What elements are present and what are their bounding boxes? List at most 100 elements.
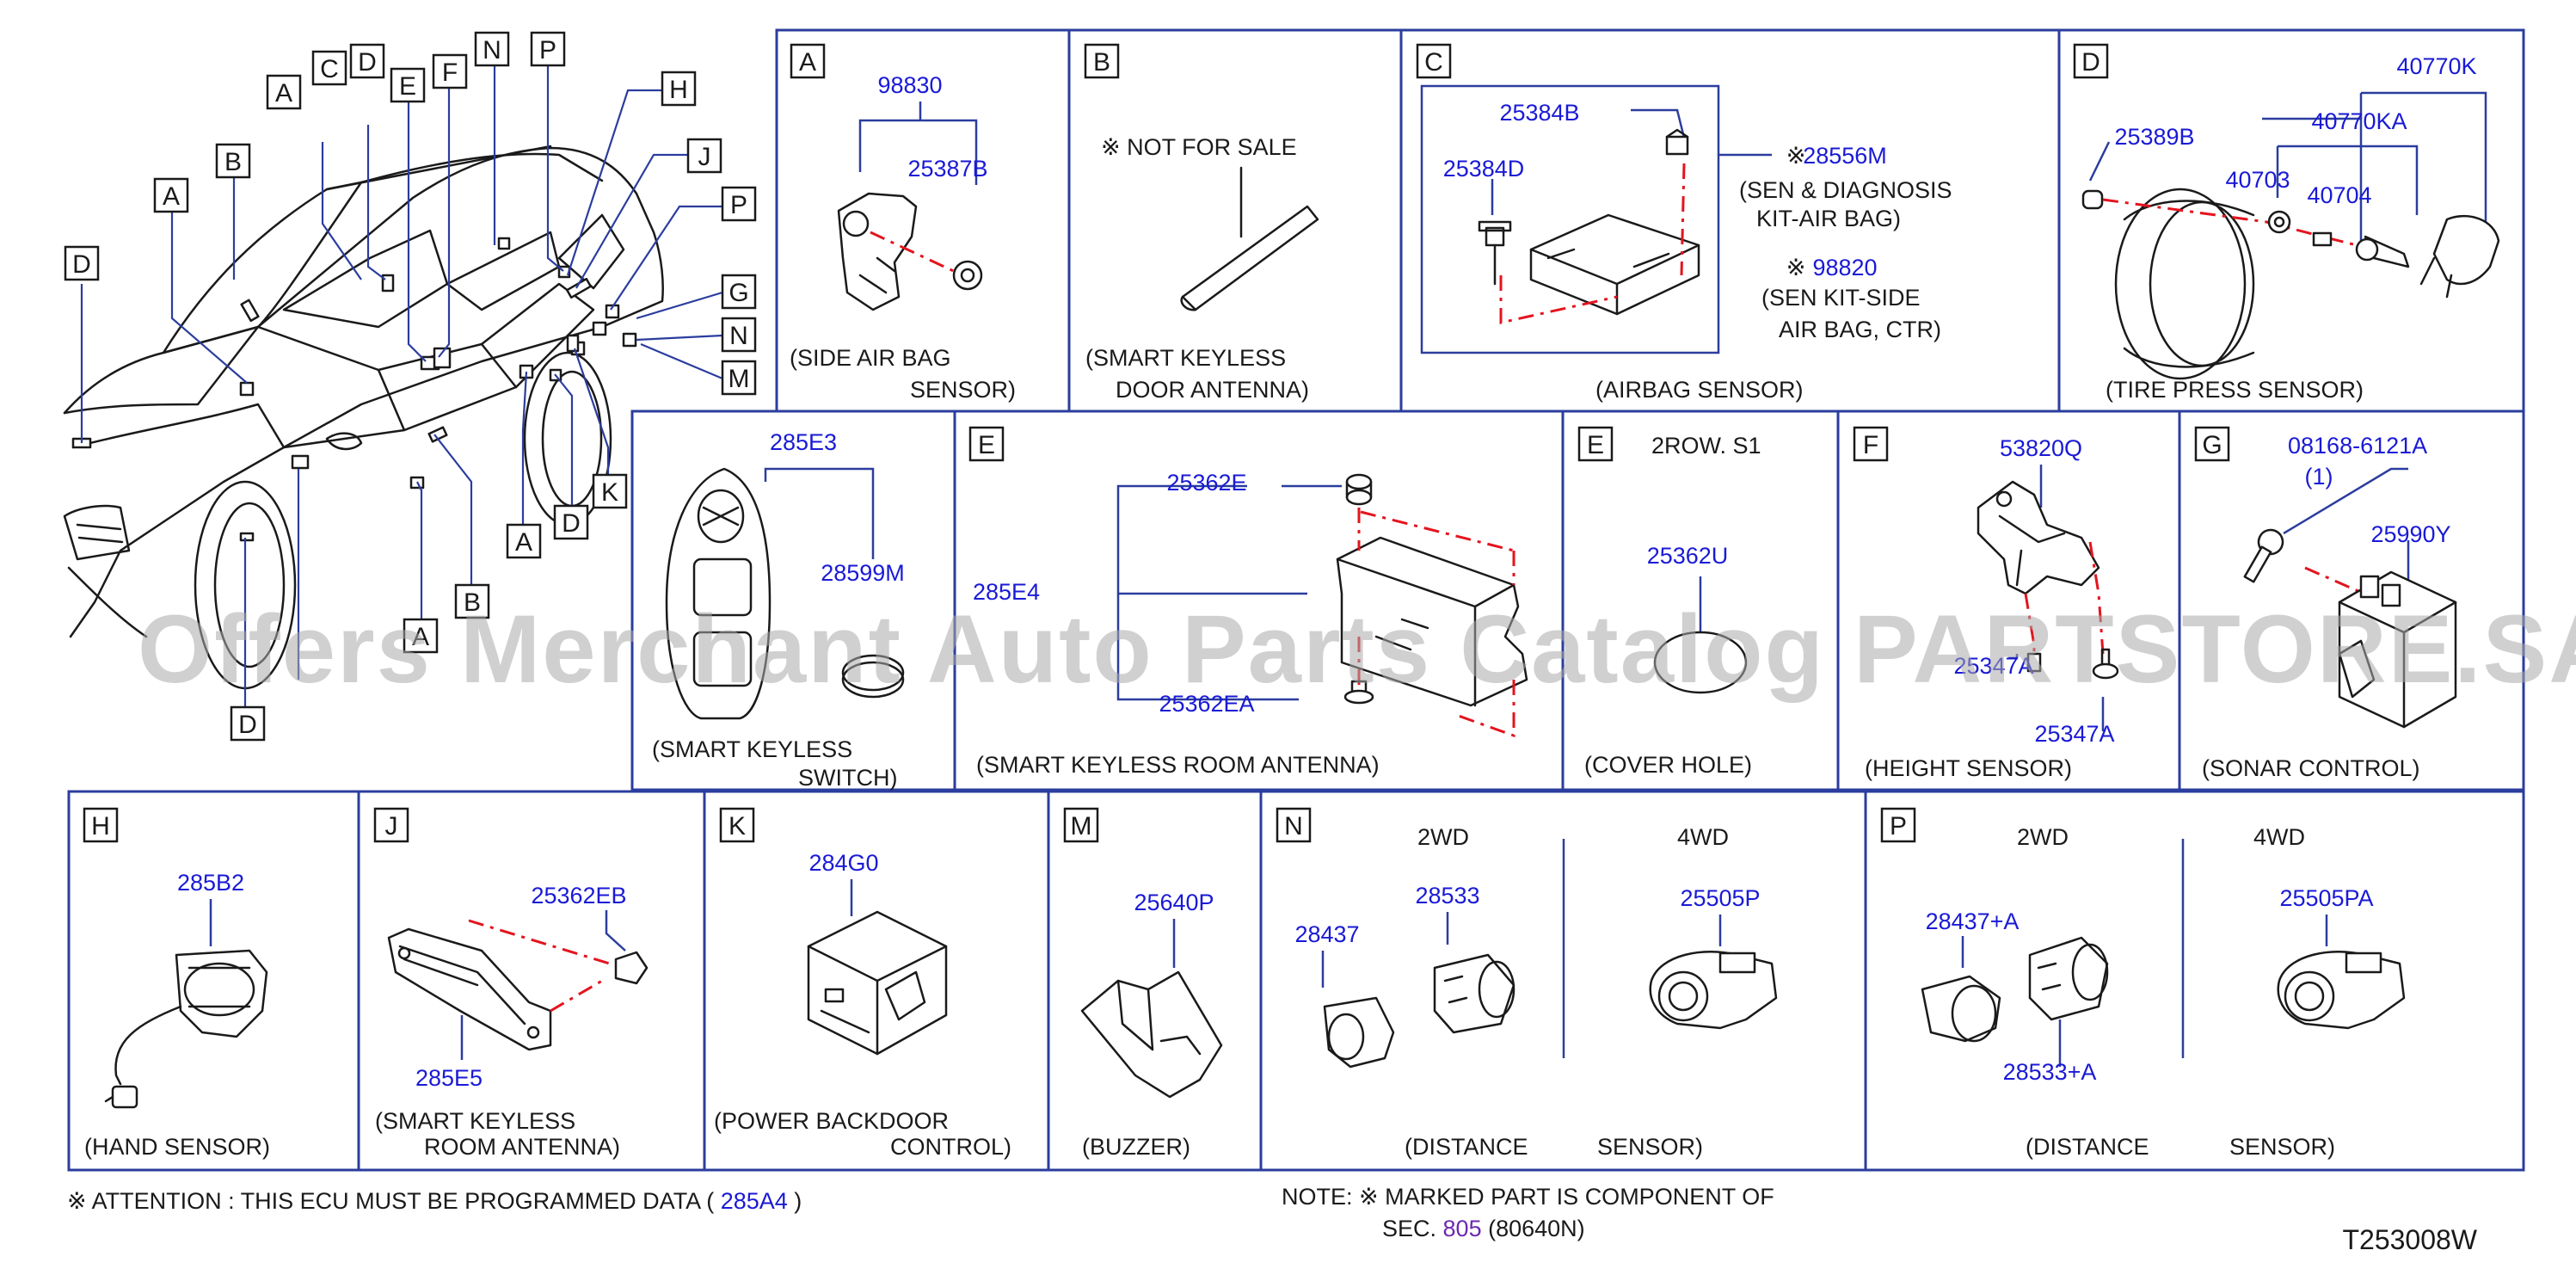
panel-note: ※ NOT FOR SALE: [1101, 134, 1297, 160]
panel-labels-5: E 25362E 285E4 25362EA (SMART KEYLESS ROOM A…: [968, 426, 1380, 778]
vehicle-callout-d-box: [64, 245, 100, 281]
panel-n-distance-sensor: [1321, 839, 1778, 1069]
vehicle-callout-n: N: [483, 36, 501, 65]
vehicle-callout-j-box: [686, 138, 722, 174]
part-number: 25990Y: [2370, 521, 2450, 547]
panel-letter: P: [1890, 812, 1907, 841]
panel-caption: (DISTANCE: [2026, 1134, 2149, 1160]
part-number: 25362E: [1166, 470, 1246, 496]
diagram-id: T253008W: [2342, 1224, 2477, 1255]
attention-part-number: 285A4: [721, 1188, 788, 1214]
panel-letter: A: [799, 48, 816, 77]
part-number: 25362EA: [1159, 691, 1254, 717]
part-number: 285B2: [177, 870, 244, 896]
vehicle-callout-a-box: [403, 618, 439, 654]
panel-caption: DOOR ANTENNA): [1116, 377, 1309, 403]
panel-letter-box: [373, 807, 409, 843]
vehicle-callout-e: E: [399, 72, 416, 101]
part-number: 25347A: [1953, 653, 2033, 679]
panel-caption: (SMART KEYLESS: [375, 1108, 575, 1134]
reference-mark: ※: [1786, 143, 1806, 169]
part-number: 40770K: [2396, 53, 2476, 79]
panel-c-airbag-sensor: [1420, 84, 1772, 354]
panel-caption: (SMART KEYLESS: [1085, 345, 1286, 371]
vehicle-callout-a-box: [266, 74, 302, 110]
vehicle-callout-k-box: [592, 473, 628, 509]
panel-h-hand-sensor: [104, 899, 268, 1109]
vehicle-callout-a: A: [515, 528, 532, 557]
panel-d-tire-press-sensor: [2081, 91, 2500, 380]
vehicle-callout-h: H: [669, 76, 688, 104]
panel-k-power-backdoor-control: [807, 879, 948, 1056]
panel-letter: G: [2202, 431, 2222, 459]
panel-m-buzzer: [1080, 919, 1223, 1099]
panel-letter: J: [385, 812, 398, 841]
panel-note: KIT-AIR BAG): [1756, 206, 1901, 231]
part-number: 285E4: [973, 579, 1040, 605]
panel-caption: (TIRE PRESS SENSOR): [2106, 377, 2364, 403]
panel-letter-box: [719, 807, 755, 843]
drive-subhead: 2WD: [2017, 824, 2069, 850]
panel-letter-box: [2194, 426, 2230, 462]
part-number: 28556M: [1803, 143, 1887, 169]
part-number: 25505PA: [2279, 885, 2373, 911]
panel-caption: (HEIGHT SENSOR): [1865, 755, 2072, 781]
panel-caption: (SIDE AIR BAG: [790, 345, 951, 371]
panel-b-door-antenna: [1180, 166, 1319, 311]
drive-subhead: 4WD: [2253, 824, 2305, 850]
vehicle-callout-b-box: [454, 583, 490, 619]
vehicle-callout-d: D: [72, 250, 91, 279]
panel-letter: N: [1284, 812, 1303, 841]
vehicle-callout-d-box: [349, 43, 385, 79]
vehicle-callout-d: D: [358, 48, 377, 77]
vehicle-callout-c-box: [311, 50, 347, 86]
part-number: 40704: [2307, 182, 2371, 208]
part-number: (1): [2305, 464, 2333, 490]
panel-note: (SEN KIT-SIDE: [1761, 285, 1921, 311]
panel-caption: CONTROL): [890, 1134, 1011, 1160]
part-number: 285E5: [415, 1065, 483, 1091]
attention-note: ※ ATTENTION : THIS ECU MUST BE PROGRAMME…: [67, 1188, 802, 1214]
vehicle-callout-a-box: [153, 177, 189, 213]
panel-caption: ROOM ANTENNA): [424, 1134, 620, 1160]
panel-letter: E: [978, 431, 995, 459]
panel-caption: SWITCH): [798, 765, 897, 791]
part-number: 53820Q: [2000, 435, 2082, 461]
part-number: 25384B: [1499, 100, 1579, 126]
part-number: 28599M: [821, 560, 905, 586]
panel-letter-box: [83, 807, 119, 843]
part-number: 98820: [1812, 255, 1877, 280]
panel-caption: (POWER BACKDOOR: [714, 1108, 949, 1134]
vehicle-callout-m-box: [721, 360, 757, 396]
panel-e-cover-hole: [1653, 576, 1748, 694]
panel-caption: (BUZZER): [1082, 1134, 1190, 1160]
vehicle-callout-a: A: [412, 623, 429, 651]
vehicle-callout-p-box: [721, 186, 757, 222]
vehicle-callout-d-box: [553, 504, 589, 540]
vehicle-callout-a: A: [163, 182, 180, 211]
vehicle-callout-f-box: [432, 53, 468, 89]
vehicle-callout-a-box: [506, 523, 542, 559]
vehicle-callout-m: M: [729, 365, 750, 393]
part-number: 25640P: [1134, 890, 1214, 915]
panel-letter: C: [1424, 48, 1443, 77]
panel-caption: (AIRBAG SENSOR): [1595, 377, 1804, 403]
panel-caption: (SMART KEYLESS ROOM ANTENNA): [976, 752, 1380, 778]
vehicle-callout-e-box: [390, 67, 426, 103]
vehicle-callout-k: K: [601, 478, 618, 507]
part-number: 28437+A: [1926, 908, 2020, 934]
part-number: 40703: [2225, 167, 2290, 193]
panel-caption: SENSOR): [1597, 1134, 1703, 1160]
panel-f-height-sensor: [1977, 465, 2119, 731]
vehicle-callout-g: G: [729, 279, 748, 307]
panel-letter-box: [790, 43, 826, 79]
panel-a-side-airbag-sensor: [837, 102, 983, 311]
panel-letter-box: [1853, 426, 1889, 462]
